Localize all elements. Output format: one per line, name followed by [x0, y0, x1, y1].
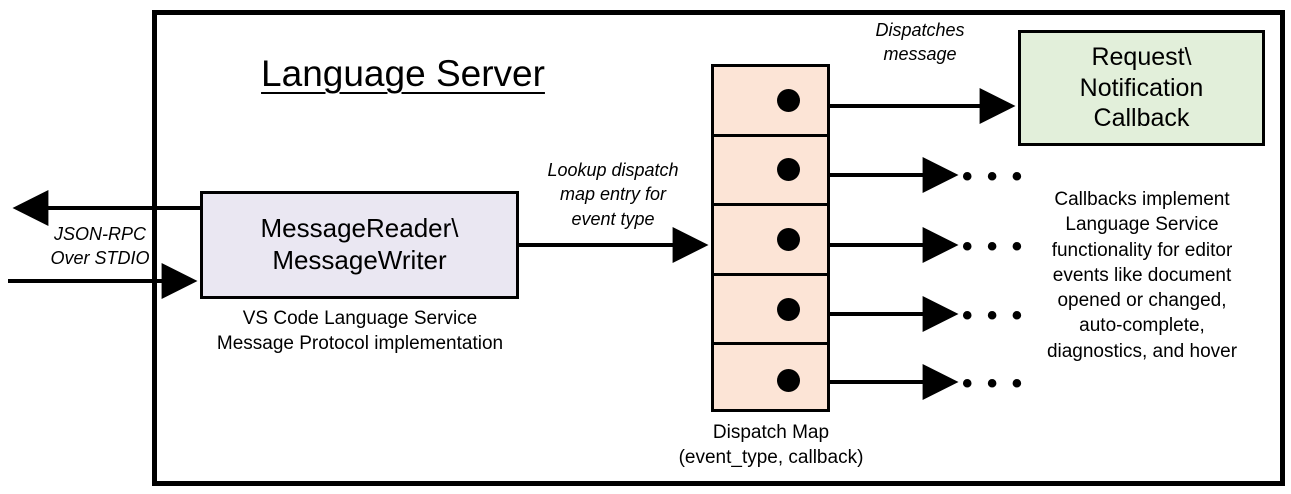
ellipsis-row-3: • • •	[962, 230, 1026, 263]
dispatch-map-row[interactable]	[714, 206, 827, 276]
dispatch-map-row[interactable]	[714, 137, 827, 207]
jsonrpc-transport-label: JSON-RPC Over STDIO	[50, 224, 150, 269]
callback-dot-icon	[777, 297, 800, 321]
ellipsis-row-2: • • •	[962, 160, 1026, 193]
message-reader-writer-box[interactable]: MessageReader\ MessageWriter	[200, 191, 519, 299]
dispatch-map-row[interactable]	[714, 345, 827, 415]
callback-dot-icon	[777, 227, 800, 251]
callback-dot-icon	[777, 158, 800, 182]
ellipsis-row-4: • • •	[962, 299, 1026, 332]
dispatch-map-caption: Dispatch Map (event_type, callback)	[678, 422, 864, 468]
callback-description-caption: Callbacks implement Language Service fun…	[1046, 189, 1238, 362]
callback-dot-icon	[777, 368, 800, 392]
ellipsis-row-5: • • •	[962, 367, 1026, 400]
dispatch-map-table[interactable]	[711, 64, 830, 412]
dispatch-map-row[interactable]	[714, 67, 827, 137]
callback-dot-icon	[777, 88, 800, 112]
dispatches-message-label: Dispatches message	[875, 20, 965, 65]
lookup-dispatch-label: Lookup dispatch map entry for event type	[547, 160, 679, 229]
dispatch-map-row[interactable]	[714, 276, 827, 346]
request-notification-callback-label: Request\ Notification Callback	[1079, 43, 1204, 133]
message-reader-writer-caption: VS Code Language Service Message Protoco…	[216, 308, 504, 354]
message-reader-writer-label: MessageReader\ MessageWriter	[260, 213, 459, 275]
request-notification-callback-box[interactable]: Request\ Notification Callback	[1018, 30, 1265, 146]
diagram-title: Language Server	[261, 53, 545, 94]
